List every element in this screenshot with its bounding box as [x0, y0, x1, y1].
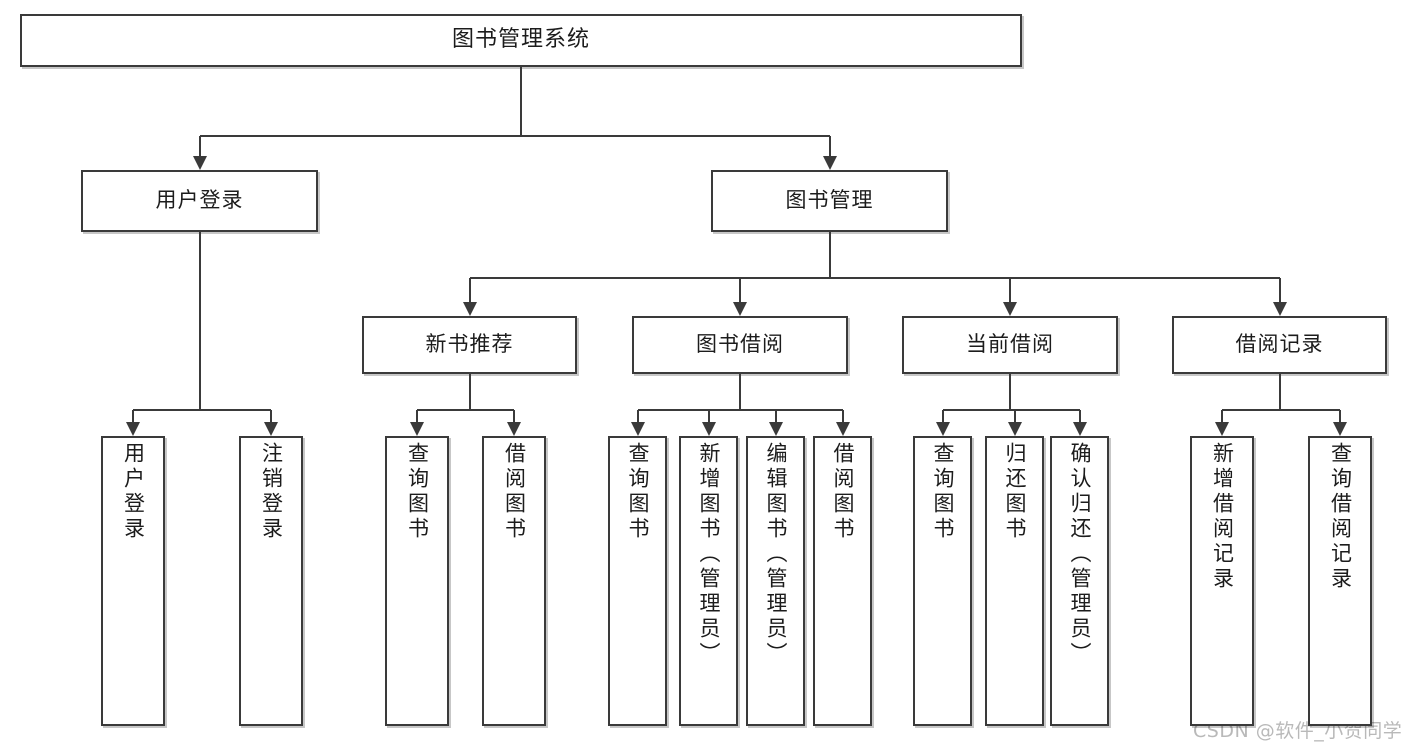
node-label-user-login: 用户登录	[155, 188, 244, 213]
node-leaf-user-login[interactable]: 用户登录	[101, 436, 165, 726]
connector-user-login-stem	[198, 232, 201, 410]
connector-to-leaf-user-login	[132, 410, 134, 422]
node-label-borrow-record: 借阅记录	[1235, 332, 1324, 357]
connector-book-borrow-bus	[637, 409, 843, 411]
node-label-leaf-logout: 注销登录	[259, 442, 284, 542]
node-leaf-logout[interactable]: 注销登录	[239, 436, 303, 726]
node-label-leaf-add-record: 新增借阅记录	[1210, 442, 1235, 592]
node-leaf-add-book-admin[interactable]: 新增图书（管理员）	[679, 436, 738, 726]
connector-to-leaf-logout	[270, 410, 272, 422]
connector-to-borrow-record	[1278, 278, 1281, 302]
arrow-to-leaf-return-book	[1007, 422, 1022, 436]
node-leaf-query-book-3[interactable]: 查询图书	[913, 436, 972, 726]
arrow-to-leaf-query-record	[1333, 422, 1347, 436]
arrow-to-leaf-query-book-2	[630, 422, 645, 436]
node-label-current-borrow: 当前借阅	[966, 332, 1054, 357]
node-leaf-borrow-book-2[interactable]: 借阅图书	[813, 436, 872, 726]
node-borrow-record[interactable]: 借阅记录	[1172, 316, 1387, 374]
arrow-to-book-management	[822, 156, 837, 170]
arrow-to-current-borrow	[1003, 302, 1017, 316]
node-user-login[interactable]: 用户登录	[81, 170, 318, 232]
node-label-leaf-add-book-admin: 新增图书（管理员）	[697, 442, 721, 667]
node-label-book-management: 图书管理	[785, 188, 874, 213]
node-label-leaf-borrow-book-1: 借阅图书	[502, 442, 527, 542]
node-label-leaf-edit-book-admin: 编辑图书（管理员）	[764, 442, 788, 667]
node-leaf-confirm-return[interactable]: 确认归还（管理员）	[1050, 436, 1109, 726]
connector-to-leaf-add-book-admin	[707, 410, 710, 422]
node-leaf-add-record[interactable]: 新增借阅记录	[1190, 436, 1254, 726]
connector-to-leaf-borrow-book-2	[841, 410, 844, 422]
connector-bookmgmt-bus	[469, 277, 1280, 279]
connector-new-book-recommend-bus	[417, 409, 514, 411]
connector-to-current-borrow	[1009, 278, 1011, 302]
arrow-to-borrow-record	[1272, 302, 1287, 316]
arrow-to-book-borrow	[733, 302, 747, 316]
arrow-to-leaf-add-record	[1215, 422, 1229, 436]
node-label-leaf-borrow-book-2: 借阅图书	[831, 442, 855, 542]
connector-current-borrow-stem	[1009, 374, 1011, 410]
node-label-root: 图书管理系统	[451, 27, 590, 53]
arrow-to-leaf-borrow-book-2	[835, 422, 850, 436]
connector-current-borrow-bus	[942, 409, 1080, 411]
node-label-leaf-user-login: 用户登录	[121, 442, 146, 542]
connector-to-leaf-add-record	[1221, 410, 1223, 422]
node-book-borrow[interactable]: 图书借阅	[632, 316, 848, 374]
arrow-to-leaf-logout	[264, 422, 278, 436]
node-leaf-query-book-1[interactable]: 查询图书	[385, 436, 449, 726]
node-label-leaf-query-book-1: 查询图书	[405, 442, 430, 542]
connector-to-leaf-confirm-return	[1078, 410, 1081, 422]
connector-to-leaf-query-book-1	[416, 410, 418, 422]
arrow-to-leaf-query-book-3	[935, 422, 950, 436]
node-label-new-book-recommend: 新书推荐	[425, 332, 514, 357]
connector-to-leaf-return-book	[1013, 410, 1016, 422]
connector-to-new-book-recommend	[468, 278, 471, 302]
connector-root-stem	[520, 67, 522, 136]
connector-to-leaf-query-record	[1339, 410, 1341, 422]
connector-borrow-record-stem	[1278, 374, 1281, 410]
connector-bookmgmt-stem	[828, 232, 831, 278]
node-leaf-borrow-book-1[interactable]: 借阅图书	[482, 436, 546, 726]
node-root[interactable]: 图书管理系统	[20, 14, 1022, 67]
node-leaf-return-book[interactable]: 归还图书	[985, 436, 1044, 726]
arrow-to-user-login	[192, 156, 207, 170]
arrow-to-leaf-edit-book-admin	[768, 422, 783, 436]
connector-to-leaf-edit-book-admin	[774, 410, 777, 422]
node-current-borrow[interactable]: 当前借阅	[902, 316, 1118, 374]
node-label-leaf-query-book-2: 查询图书	[626, 442, 650, 542]
arrow-to-leaf-borrow-book-1	[507, 422, 521, 436]
node-label-leaf-query-book-3: 查询图书	[931, 442, 955, 542]
arrow-to-new-book-recommend	[462, 302, 477, 316]
connector-book-borrow-stem	[739, 374, 741, 410]
node-label-leaf-query-record: 查询借阅记录	[1328, 442, 1353, 592]
arrow-to-leaf-add-book-admin	[701, 422, 716, 436]
connector-to-leaf-borrow-book-1	[513, 410, 515, 422]
node-book-management[interactable]: 图书管理	[711, 170, 948, 232]
arrow-to-leaf-user-login	[126, 422, 140, 436]
connector-to-user-login	[198, 136, 201, 156]
node-label-book-borrow: 图书借阅	[696, 332, 784, 357]
node-new-book-recommend[interactable]: 新书推荐	[362, 316, 577, 374]
connector-to-book-management	[828, 136, 831, 156]
connector-root-bus	[199, 135, 830, 137]
arrow-to-leaf-query-book-1	[410, 422, 424, 436]
connector-to-leaf-query-book-2	[636, 410, 639, 422]
connector-to-leaf-query-book-3	[941, 410, 944, 422]
connector-new-book-recommend-stem	[468, 374, 471, 410]
node-leaf-edit-book-admin[interactable]: 编辑图书（管理员）	[746, 436, 805, 726]
connector-to-book-borrow	[739, 278, 741, 302]
connector-borrow-record-bus	[1222, 409, 1340, 411]
node-leaf-query-record[interactable]: 查询借阅记录	[1308, 436, 1372, 726]
arrow-to-leaf-confirm-return	[1072, 422, 1087, 436]
node-label-leaf-return-book: 归还图书	[1003, 442, 1027, 542]
node-leaf-query-book-2[interactable]: 查询图书	[608, 436, 667, 726]
node-label-leaf-confirm-return: 确认归还（管理员）	[1068, 442, 1092, 667]
connector-user-login-bus	[133, 409, 271, 411]
